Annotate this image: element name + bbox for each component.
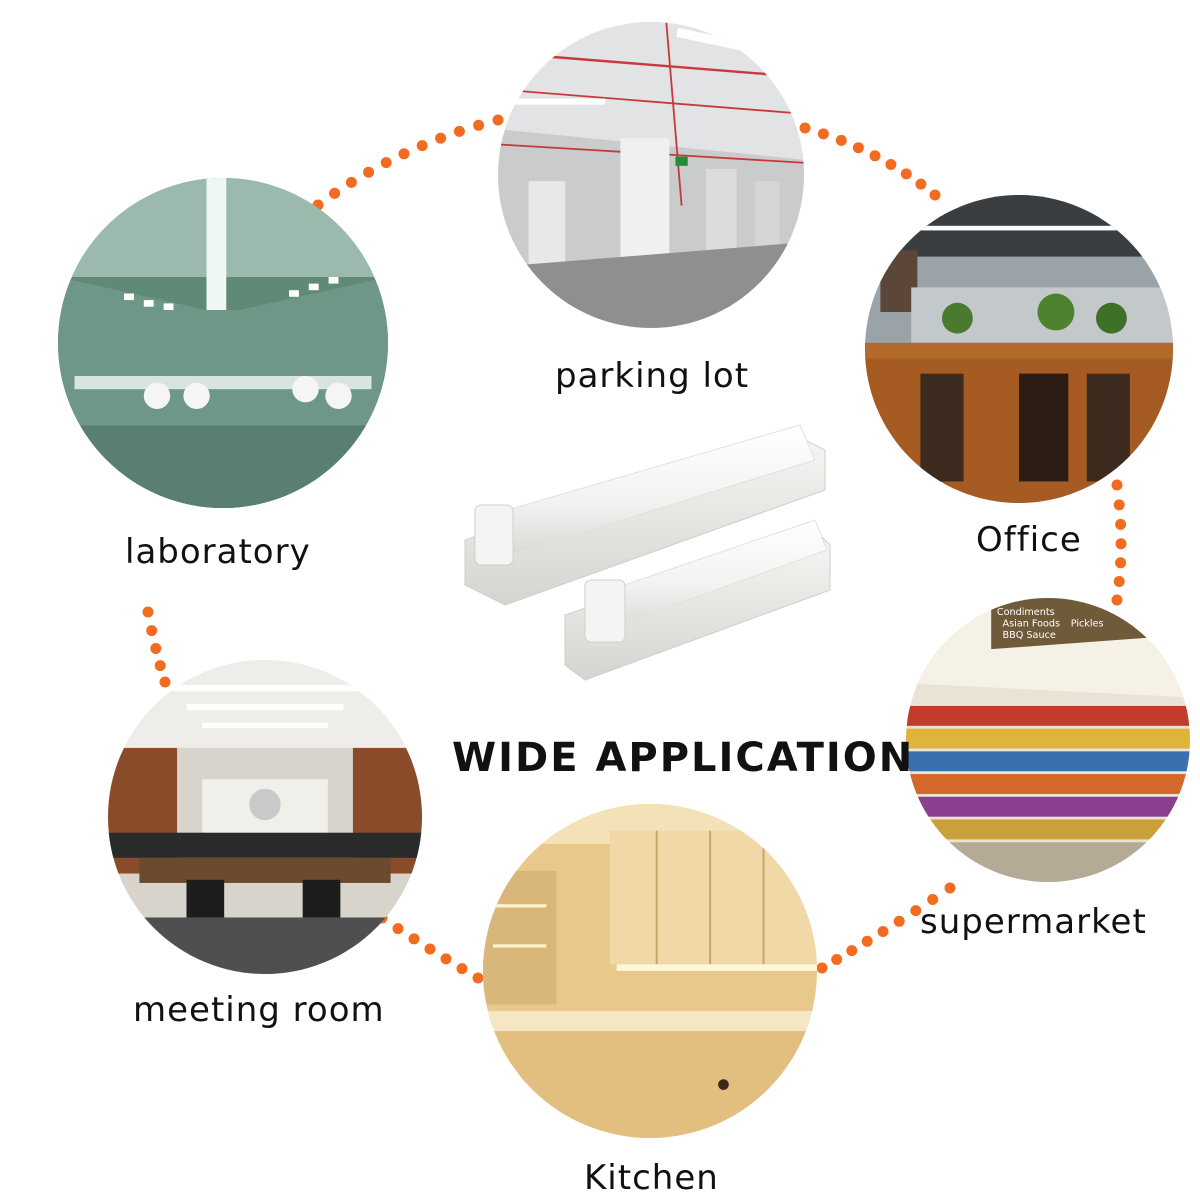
connector-dot bbox=[440, 953, 452, 965]
connector-dot bbox=[1111, 594, 1123, 606]
connector-dot bbox=[142, 606, 154, 618]
connector-dot bbox=[1113, 576, 1125, 587]
connector-dot bbox=[473, 119, 485, 131]
sign-asian-foods: Asian Foods bbox=[1003, 618, 1061, 629]
connector-dot bbox=[900, 168, 912, 180]
led-tube-fixture-image bbox=[464, 424, 831, 681]
office-label: Office bbox=[976, 520, 1082, 560]
parking-lot-label: parking lot bbox=[555, 356, 750, 396]
connector-dot bbox=[492, 114, 504, 126]
connector-dot bbox=[927, 894, 939, 905]
connector-dot bbox=[456, 963, 468, 975]
supermarket-photo: Condiments Asian Foods BBQ Sauce Pickles bbox=[906, 598, 1190, 882]
connector-dot bbox=[816, 962, 828, 974]
connector-dot bbox=[929, 189, 941, 201]
parking-lot-photo bbox=[498, 22, 804, 328]
connector-dot bbox=[835, 134, 847, 146]
connector-dot bbox=[453, 125, 465, 137]
connector-dot bbox=[1115, 518, 1127, 530]
connector-dot bbox=[363, 166, 375, 178]
connector-dot bbox=[944, 882, 956, 894]
connector-dot bbox=[329, 187, 341, 199]
kitchen-label: Kitchen bbox=[584, 1158, 719, 1198]
wide-application-title: WIDE APPLICATION bbox=[452, 735, 915, 781]
connector-dot bbox=[345, 176, 357, 188]
connector-dot bbox=[831, 954, 843, 965]
connector-dot bbox=[416, 140, 428, 152]
connector-dot bbox=[392, 923, 404, 935]
connector-dot bbox=[817, 128, 829, 140]
sign-condiments: Condiments bbox=[997, 607, 1055, 618]
supermarket-label: supermarket bbox=[920, 902, 1147, 942]
office-photo bbox=[865, 195, 1173, 503]
connector-dot bbox=[408, 933, 420, 945]
connector-dot bbox=[380, 157, 392, 169]
connector-dot bbox=[861, 935, 873, 947]
connector-dot bbox=[869, 150, 881, 162]
connector-dot bbox=[910, 905, 922, 917]
connector-dot bbox=[915, 178, 927, 190]
connector-dot bbox=[1115, 538, 1127, 550]
connector-dot bbox=[424, 943, 436, 955]
connector-dot bbox=[799, 122, 811, 134]
connector-dot bbox=[146, 625, 158, 637]
kitchen-photo bbox=[483, 804, 817, 1138]
laboratory-photo bbox=[58, 178, 388, 508]
laboratory-label: laboratory bbox=[125, 532, 311, 572]
connector-dot bbox=[1115, 557, 1127, 569]
connector-dot bbox=[472, 972, 484, 984]
connector-dot bbox=[398, 148, 410, 160]
connector-dot bbox=[877, 926, 889, 937]
sign-pickles: Pickles bbox=[1071, 618, 1104, 629]
sign-bbq-sauce: BBQ Sauce bbox=[1003, 630, 1056, 641]
connector-dot bbox=[846, 945, 858, 957]
connector-dot bbox=[1113, 499, 1125, 511]
connector-dot bbox=[159, 676, 171, 688]
connector-dot bbox=[852, 142, 864, 154]
connector-dot bbox=[435, 132, 447, 144]
connector-dot bbox=[150, 643, 162, 654]
connector-dot bbox=[893, 915, 905, 927]
meeting-room-label: meeting room bbox=[133, 990, 385, 1030]
connector-dot bbox=[1111, 479, 1123, 491]
connector-dot bbox=[154, 660, 166, 672]
connector-dot bbox=[885, 159, 897, 170]
meeting-room-photo bbox=[108, 660, 422, 974]
